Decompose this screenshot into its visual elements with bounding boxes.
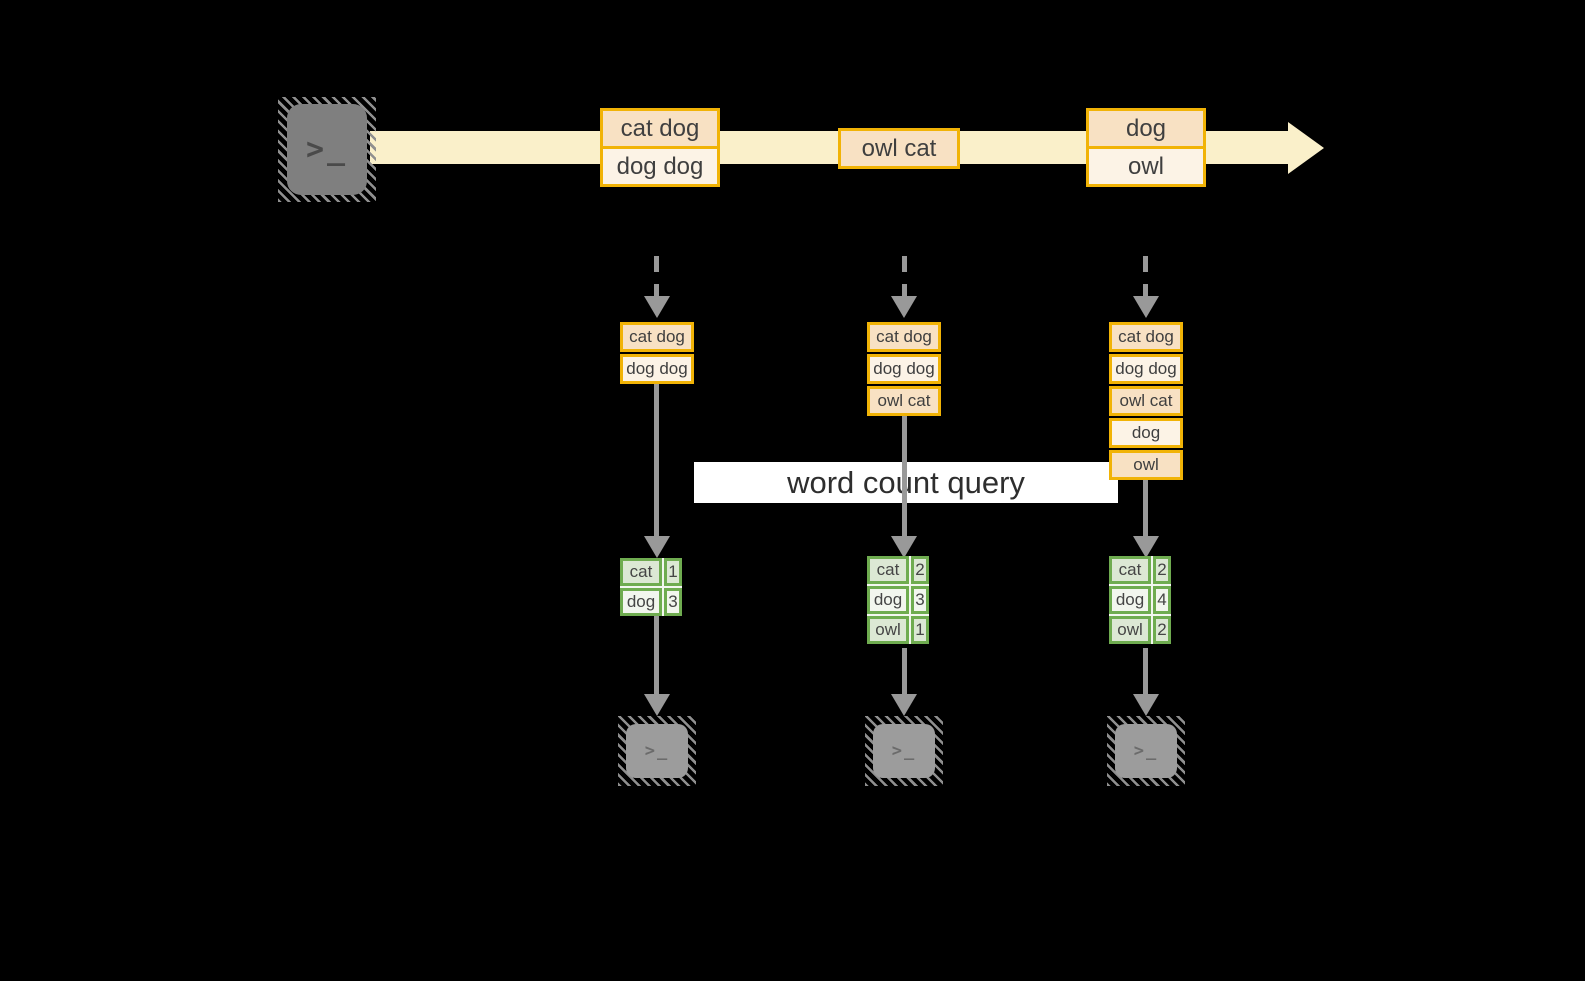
output-arrow-head-icon-1 bbox=[644, 694, 670, 716]
count-word-cell: dog bbox=[620, 588, 662, 616]
ingest-arrow-line-3 bbox=[1143, 256, 1148, 298]
stream-event-box-2: owl cat bbox=[838, 128, 960, 169]
count-word-cell: dog bbox=[1109, 586, 1151, 614]
output-terminal-icon-2: >_ bbox=[865, 716, 943, 786]
event-tuple: owl cat bbox=[841, 131, 957, 166]
output-arrow-line-2 bbox=[902, 648, 907, 694]
output-terminal-icon-3: >_ bbox=[1107, 716, 1185, 786]
query-arrow-line-2 bbox=[902, 416, 907, 536]
buffer-tuple: cat dog bbox=[620, 322, 694, 352]
count-value-cell: 1 bbox=[911, 616, 929, 644]
ingest-arrow-head-icon-3 bbox=[1133, 296, 1159, 318]
buffer-stack-1: cat dog dog dog bbox=[620, 322, 694, 384]
buffer-tuple: dog dog bbox=[1109, 354, 1183, 384]
terminal-body: >_ bbox=[287, 104, 367, 195]
count-table-1: cat 1 dog 3 bbox=[620, 558, 682, 616]
terminal-body: >_ bbox=[626, 724, 688, 778]
terminal-body: >_ bbox=[1115, 724, 1177, 778]
query-arrow-head-icon-1 bbox=[644, 536, 670, 558]
buffer-tuple: cat dog bbox=[1109, 322, 1183, 352]
event-tuple: dog dog bbox=[603, 146, 717, 184]
ingest-arrow-head-icon-2 bbox=[891, 296, 917, 318]
count-value-cell: 1 bbox=[664, 558, 682, 586]
buffer-stack-3: cat dog dog dog owl cat dog owl bbox=[1109, 322, 1183, 480]
query-arrow-head-icon-2 bbox=[891, 536, 917, 558]
count-table-2: cat 2 dog 3 owl 1 bbox=[867, 556, 929, 644]
output-arrow-line-3 bbox=[1143, 648, 1148, 694]
stream-event-box-1: cat dog dog dog bbox=[600, 108, 720, 187]
count-value-cell: 3 bbox=[664, 588, 682, 616]
buffer-tuple: cat dog bbox=[867, 322, 941, 352]
count-word-cell: owl bbox=[1109, 616, 1151, 644]
query-arrow-head-icon-3 bbox=[1133, 536, 1159, 558]
buffer-tuple: owl cat bbox=[1109, 386, 1183, 416]
count-word-cell: cat bbox=[867, 556, 909, 584]
output-arrow-head-icon-3 bbox=[1133, 694, 1159, 716]
buffer-tuple: dog bbox=[1109, 418, 1183, 448]
buffer-tuple: dog dog bbox=[620, 354, 694, 384]
query-arrow-line-3 bbox=[1143, 480, 1148, 536]
terminal-body: >_ bbox=[873, 724, 935, 778]
ingest-arrow-line-1 bbox=[654, 256, 659, 298]
count-value-cell: 2 bbox=[1153, 616, 1171, 644]
source-terminal-icon: >_ bbox=[278, 97, 376, 202]
buffer-tuple: dog dog bbox=[867, 354, 941, 384]
buffer-stack-2: cat dog dog dog owl cat bbox=[867, 322, 941, 416]
ingest-arrow-line-2 bbox=[902, 256, 907, 298]
count-value-cell: 2 bbox=[911, 556, 929, 584]
buffer-tuple: owl cat bbox=[867, 386, 941, 416]
count-table-3: cat 2 dog 4 owl 2 bbox=[1109, 556, 1171, 644]
count-value-cell: 4 bbox=[1153, 586, 1171, 614]
count-word-cell: owl bbox=[867, 616, 909, 644]
stream-arrow-head-icon bbox=[1288, 122, 1324, 174]
event-tuple: dog bbox=[1089, 111, 1203, 146]
event-tuple: owl bbox=[1089, 146, 1203, 184]
terminal-prompt-icon: >_ bbox=[891, 741, 917, 761]
output-arrow-line-1 bbox=[654, 616, 659, 694]
stream-event-box-3: dog owl bbox=[1086, 108, 1206, 187]
output-terminal-icon-1: >_ bbox=[618, 716, 696, 786]
buffer-tuple: owl bbox=[1109, 450, 1183, 480]
event-tuple: cat dog bbox=[603, 111, 717, 146]
terminal-prompt-icon: >_ bbox=[644, 741, 670, 761]
output-arrow-head-icon-2 bbox=[891, 694, 917, 716]
ingest-arrow-head-icon-1 bbox=[644, 296, 670, 318]
count-word-cell: cat bbox=[1109, 556, 1151, 584]
count-word-cell: dog bbox=[867, 586, 909, 614]
terminal-prompt-icon: >_ bbox=[1133, 741, 1159, 761]
count-value-cell: 3 bbox=[911, 586, 929, 614]
count-value-cell: 2 bbox=[1153, 556, 1171, 584]
terminal-prompt-icon: >_ bbox=[305, 132, 349, 167]
count-word-cell: cat bbox=[620, 558, 662, 586]
query-arrow-line-1 bbox=[654, 384, 659, 536]
